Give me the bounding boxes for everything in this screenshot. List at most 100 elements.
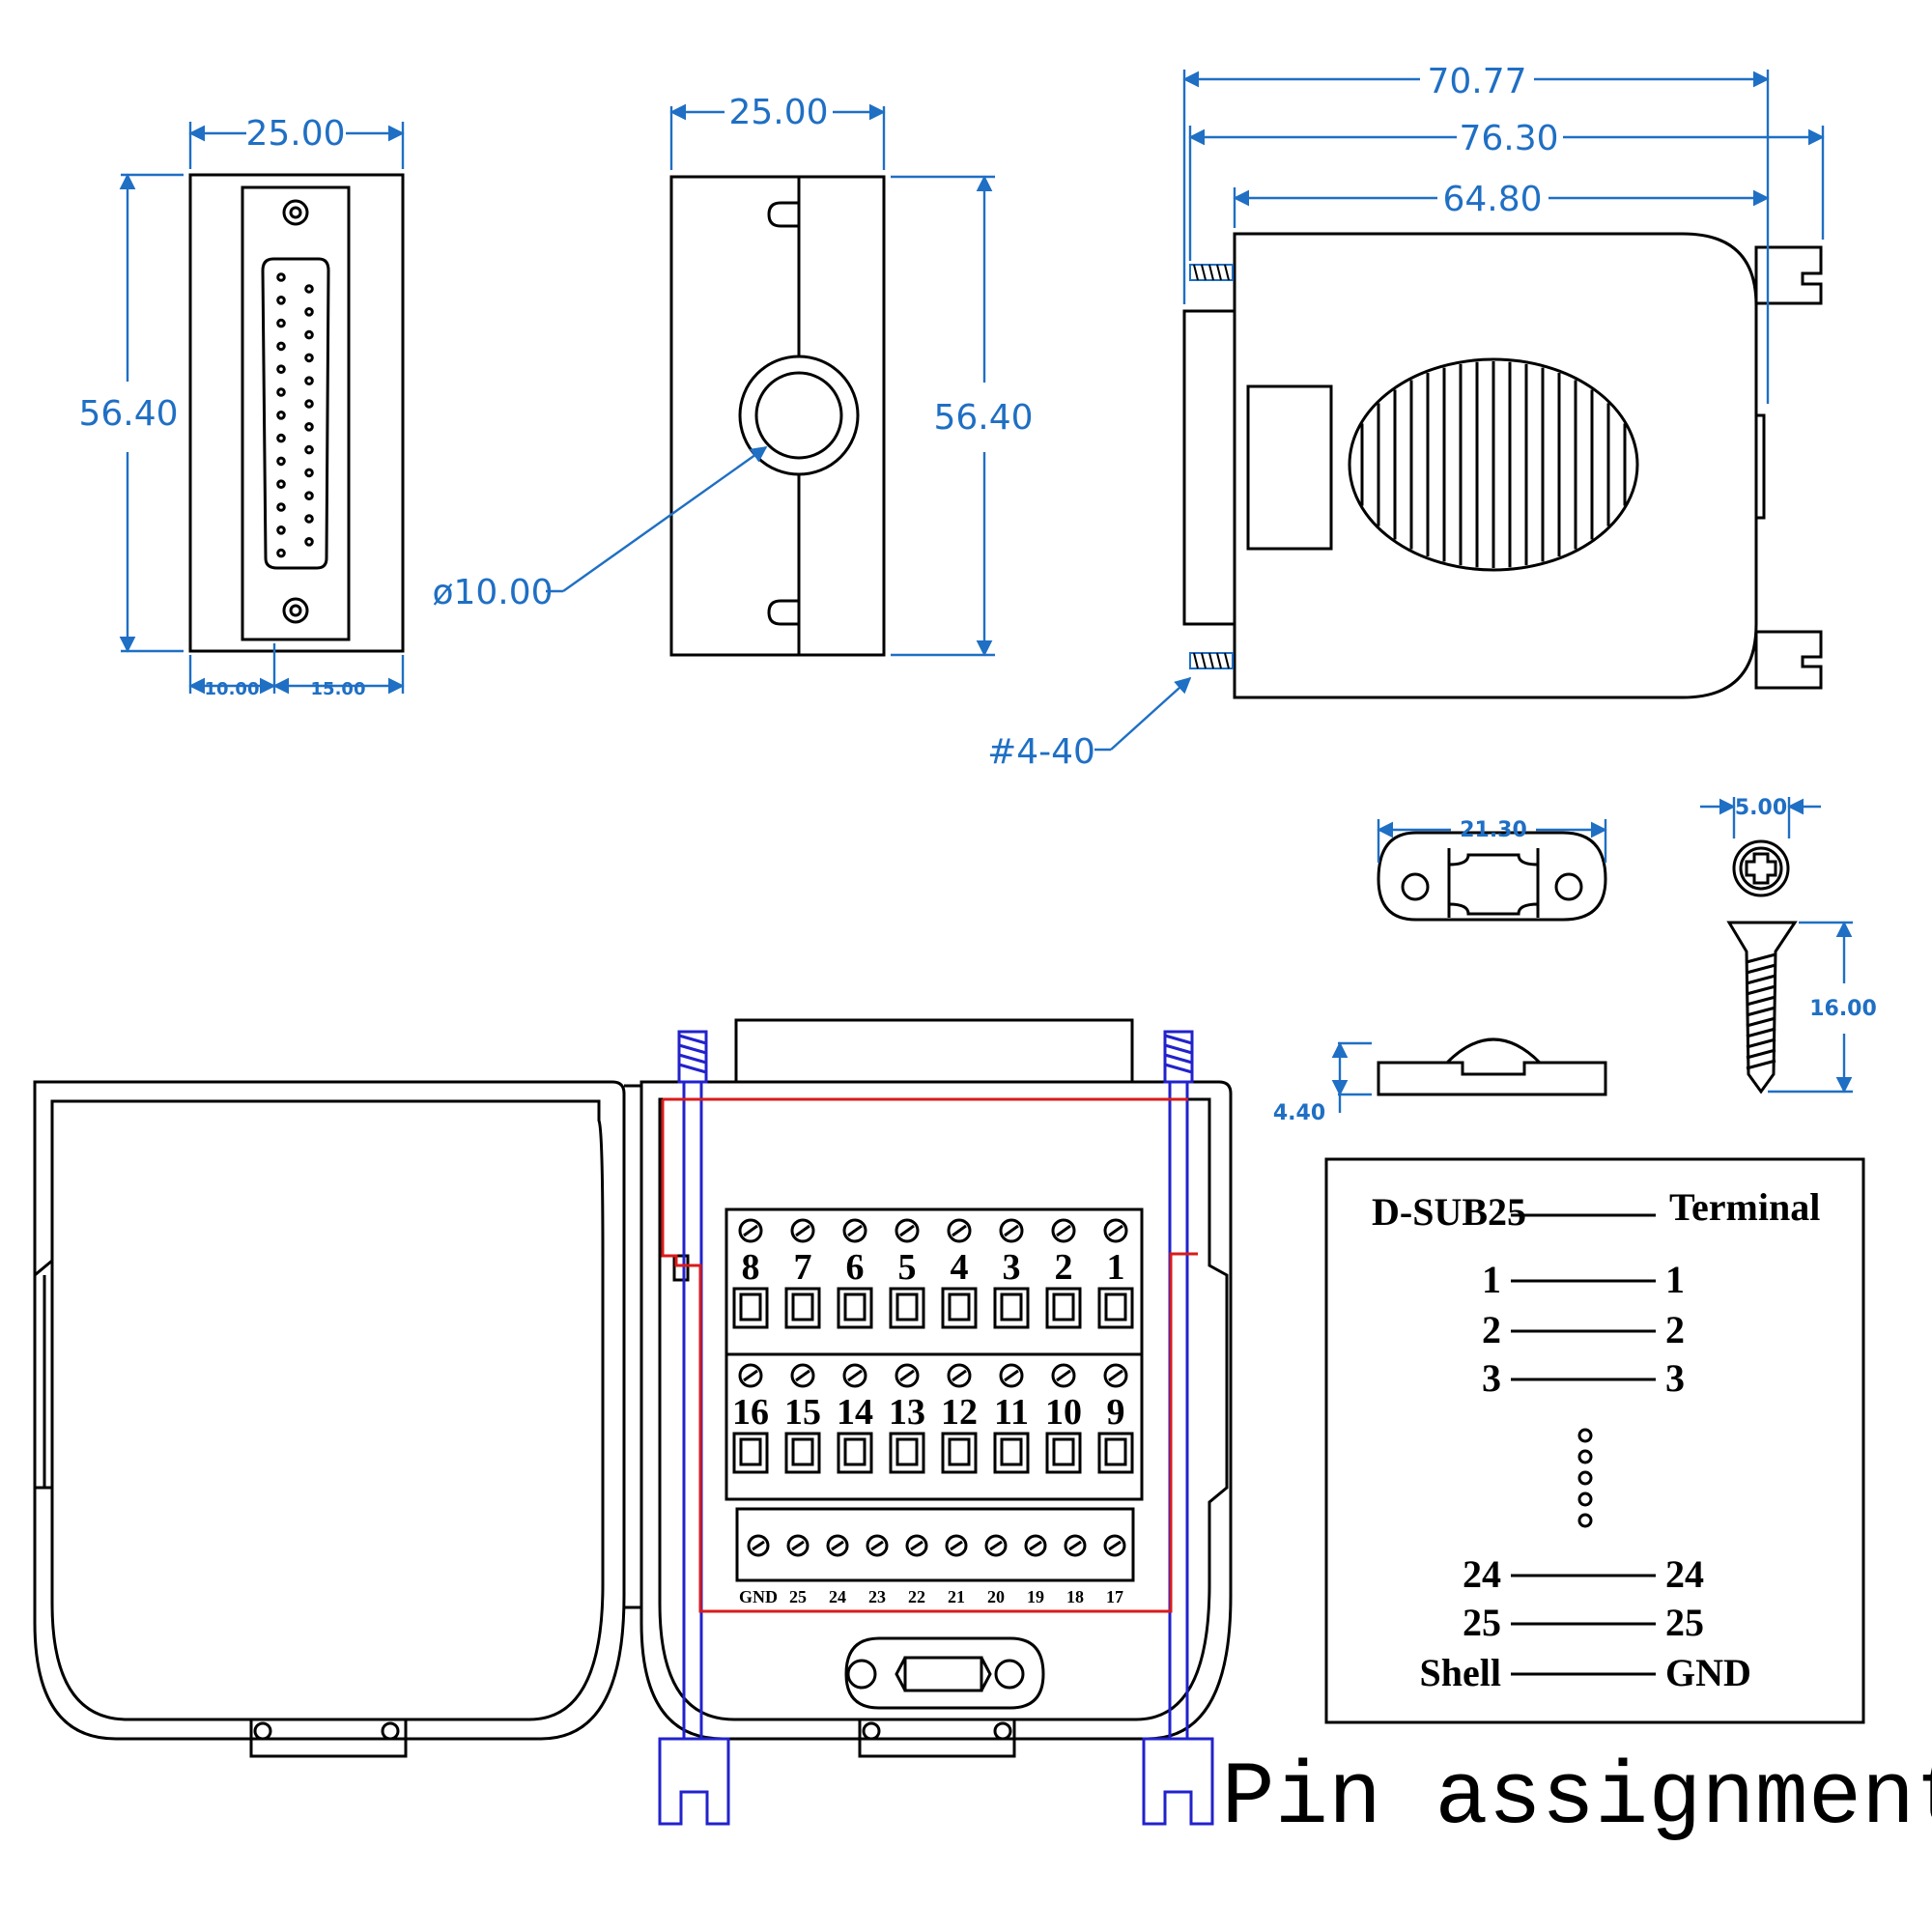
dsub-pin — [304, 284, 314, 294]
terminal-row3: 25 — [786, 1534, 810, 1606]
dsub-pin — [304, 399, 314, 409]
pcb-outline — [661, 1097, 1198, 1613]
dsub-pin — [276, 479, 286, 490]
terminal-screw-icon — [1024, 1534, 1047, 1557]
terminal-row2: 13 — [889, 1363, 925, 1474]
terminal-screw-icon — [842, 1363, 867, 1388]
terminal-label: 5 — [898, 1247, 917, 1288]
terminal-screw-icon — [895, 1363, 920, 1388]
dim-front-width: 25.00 — [245, 114, 345, 154]
dsub-pin — [304, 422, 314, 432]
terminal-label: 19 — [1027, 1587, 1044, 1606]
terminal-row1: 8 — [732, 1218, 769, 1329]
dsub-pin — [276, 296, 286, 305]
dsub-pin — [276, 318, 286, 328]
terminal-clamp — [941, 1287, 978, 1329]
terminal-label: 20 — [987, 1587, 1005, 1606]
terminal-screw-icon — [895, 1218, 920, 1243]
terminal-clamp — [784, 1287, 821, 1329]
dim-side-width: 25.00 — [728, 93, 828, 132]
terminal-screw-icon — [945, 1534, 968, 1557]
pin-dsub: 1 — [1482, 1258, 1501, 1301]
terminal-clamp — [1045, 1287, 1082, 1329]
ellipsis-dots — [1577, 1428, 1593, 1528]
terminal-clamp — [993, 1432, 1030, 1474]
dsub-pin — [304, 376, 314, 386]
terminal-clamp — [993, 1287, 1030, 1329]
terminal-screw-icon — [905, 1534, 928, 1557]
dim-front-height: 56.40 — [78, 394, 178, 434]
jackscrew-top — [1189, 264, 1234, 281]
terminal-label: 12 — [941, 1392, 978, 1433]
pin-terminal: 3 — [1665, 1356, 1685, 1400]
screw-length-dimension: 16.00 — [1768, 921, 1877, 1094]
pin-dsub: 24 — [1463, 1552, 1501, 1596]
terminal-screw-icon — [747, 1534, 770, 1557]
side-dimensions: 25.00 56.40 ø10.00 — [432, 93, 1034, 657]
terminal-row1: 6 — [837, 1218, 873, 1329]
terminal-label: 13 — [889, 1392, 925, 1433]
terminal-clamp — [1097, 1432, 1134, 1474]
terminal-label: 10 — [1045, 1392, 1082, 1433]
screw-head-dimension: 5.00 — [1700, 796, 1821, 838]
terminal-label: GND — [739, 1587, 778, 1606]
terminal-row2: 12 — [941, 1363, 978, 1474]
dim-screw-length: 16.00 — [1809, 997, 1877, 1021]
dsub-pin — [304, 468, 314, 478]
terminal-screw-icon — [786, 1534, 810, 1557]
dsub-pin — [304, 307, 314, 317]
terminal-clamp — [732, 1287, 769, 1329]
terminal-row2: 11 — [993, 1363, 1030, 1474]
dim-clamp-height: 4.40 — [1273, 1101, 1325, 1125]
terminal-row1: 2 — [1045, 1218, 1082, 1329]
screw-side-icon — [1726, 921, 1798, 1094]
terminal-clamp — [837, 1287, 873, 1329]
terminal-screw-icon — [790, 1218, 815, 1243]
terminal-row1: 1 — [1097, 1218, 1134, 1329]
terminal-label: 11 — [994, 1392, 1029, 1433]
dsub-pins — [276, 272, 314, 558]
dsub-pin — [304, 329, 314, 340]
terminal-row2: 15 — [784, 1363, 821, 1474]
terminal-screw-icon — [947, 1218, 972, 1243]
terminal-label: 22 — [908, 1587, 925, 1606]
pin-map-row: 24 24 — [1463, 1552, 1704, 1596]
terminal-label: 24 — [829, 1587, 846, 1606]
terminal-screw-icon — [842, 1218, 867, 1243]
front-dimensions: 25.00 56.40 10.00 15.00 — [78, 114, 405, 699]
terminal-screw-icon — [947, 1363, 972, 1388]
dsub-pin — [276, 502, 286, 512]
pin-dsub: 2 — [1482, 1308, 1501, 1351]
front-view — [188, 173, 405, 653]
terminal-row1: 5 — [889, 1218, 925, 1329]
dim-side-height: 56.40 — [933, 398, 1033, 438]
terminal-clamp — [889, 1287, 925, 1329]
dim-top-overall-1: 70.77 — [1427, 62, 1526, 101]
dsub-pin — [304, 444, 314, 455]
clamp-height-dimension: 4.40 — [1273, 1041, 1372, 1125]
terminal-screw-icon — [1103, 1534, 1126, 1557]
pin-terminal: 2 — [1665, 1308, 1685, 1351]
terminal-label: 21 — [948, 1587, 965, 1606]
terminal-screw-icon — [1051, 1363, 1076, 1388]
pin-terminal: 1 — [1665, 1258, 1685, 1301]
dsub-pin — [304, 537, 314, 547]
dim-clamp-width: 21.30 — [1460, 818, 1527, 842]
terminal-label: 25 — [789, 1587, 807, 1606]
dsub-pin — [276, 526, 286, 535]
dsub-pin — [276, 456, 286, 467]
terminal-row3: GND — [739, 1534, 778, 1606]
terminal-row3: 20 — [984, 1534, 1008, 1606]
terminal-row3: 18 — [1064, 1534, 1087, 1606]
pin-terminal: 25 — [1665, 1601, 1704, 1644]
dim-front-offset-right: 15.00 — [311, 679, 366, 699]
terminal-label: 8 — [742, 1247, 760, 1288]
pin-dsub: 3 — [1482, 1356, 1501, 1400]
pin-terminal: 24 — [1665, 1552, 1704, 1596]
dsub-pin — [276, 272, 286, 282]
